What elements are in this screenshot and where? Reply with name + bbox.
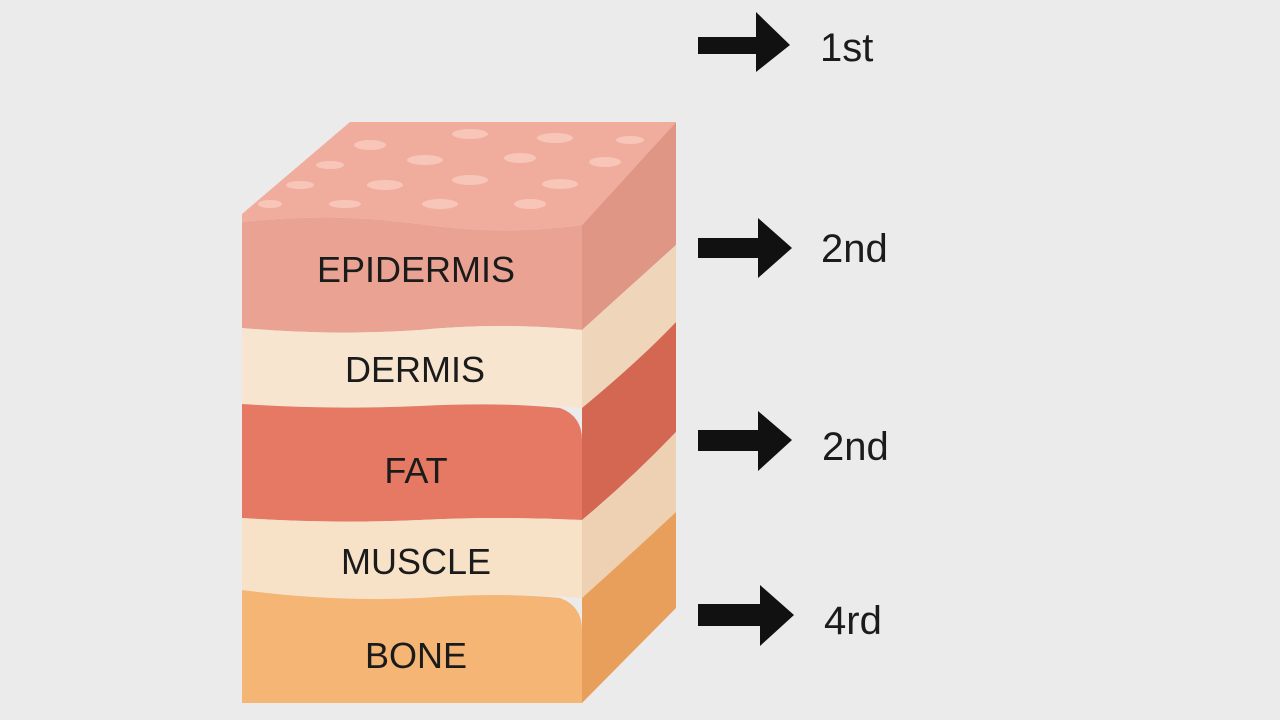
side-face-dermis: [582, 245, 676, 408]
pore: [354, 140, 386, 150]
degree-label-3: 2nd: [822, 425, 889, 469]
pore: [286, 181, 314, 189]
pore: [542, 179, 578, 189]
pore: [452, 129, 488, 139]
pore: [514, 199, 546, 209]
block-front: [242, 217, 582, 703]
front-face-epidermis: [242, 217, 582, 333]
layer-label-muscle: MUSCLE: [341, 541, 491, 582]
pore: [537, 133, 573, 143]
arrow-right-icon: [698, 411, 792, 471]
pore: [258, 200, 282, 208]
pore: [316, 161, 344, 169]
arrow-right-icon: [698, 218, 792, 278]
pore: [422, 199, 458, 209]
pore: [504, 153, 536, 163]
side-face-epidermis: [582, 122, 676, 330]
layer-label-dermis: DERMIS: [345, 349, 485, 390]
front-face-bone: [242, 590, 582, 703]
block-top: [242, 122, 676, 231]
layer-label-bone: BONE: [365, 635, 467, 676]
pore: [407, 155, 443, 165]
arrow-right-icon: [698, 12, 790, 72]
front-face-fat: [242, 404, 582, 522]
front-face-dermis: [242, 326, 582, 408]
side-face-bone: [582, 512, 676, 703]
pore: [367, 180, 403, 190]
degree-label-1: 1st: [820, 26, 873, 70]
layer-label-epidermis: EPIDERMIS: [317, 249, 515, 290]
pore: [452, 175, 488, 185]
arrow-right-icon: [698, 585, 794, 646]
pore: [589, 157, 621, 167]
pore: [329, 200, 361, 208]
degree-arrows: [698, 12, 794, 646]
side-face-muscle: [582, 432, 676, 598]
side-face-fat: [582, 322, 676, 520]
layer-label-fat: FAT: [384, 450, 447, 491]
degree-labels: 1st 2nd 2nd 4rd: [820, 26, 889, 643]
pore: [616, 136, 644, 144]
degree-label-2: 2nd: [821, 227, 888, 271]
layer-labels: EPIDERMIS DERMIS FAT MUSCLE BONE: [317, 249, 515, 676]
block-side: [582, 122, 676, 703]
skin-pores: [258, 129, 644, 209]
front-face-muscle: [242, 518, 582, 599]
degree-label-4: 4rd: [824, 599, 882, 643]
